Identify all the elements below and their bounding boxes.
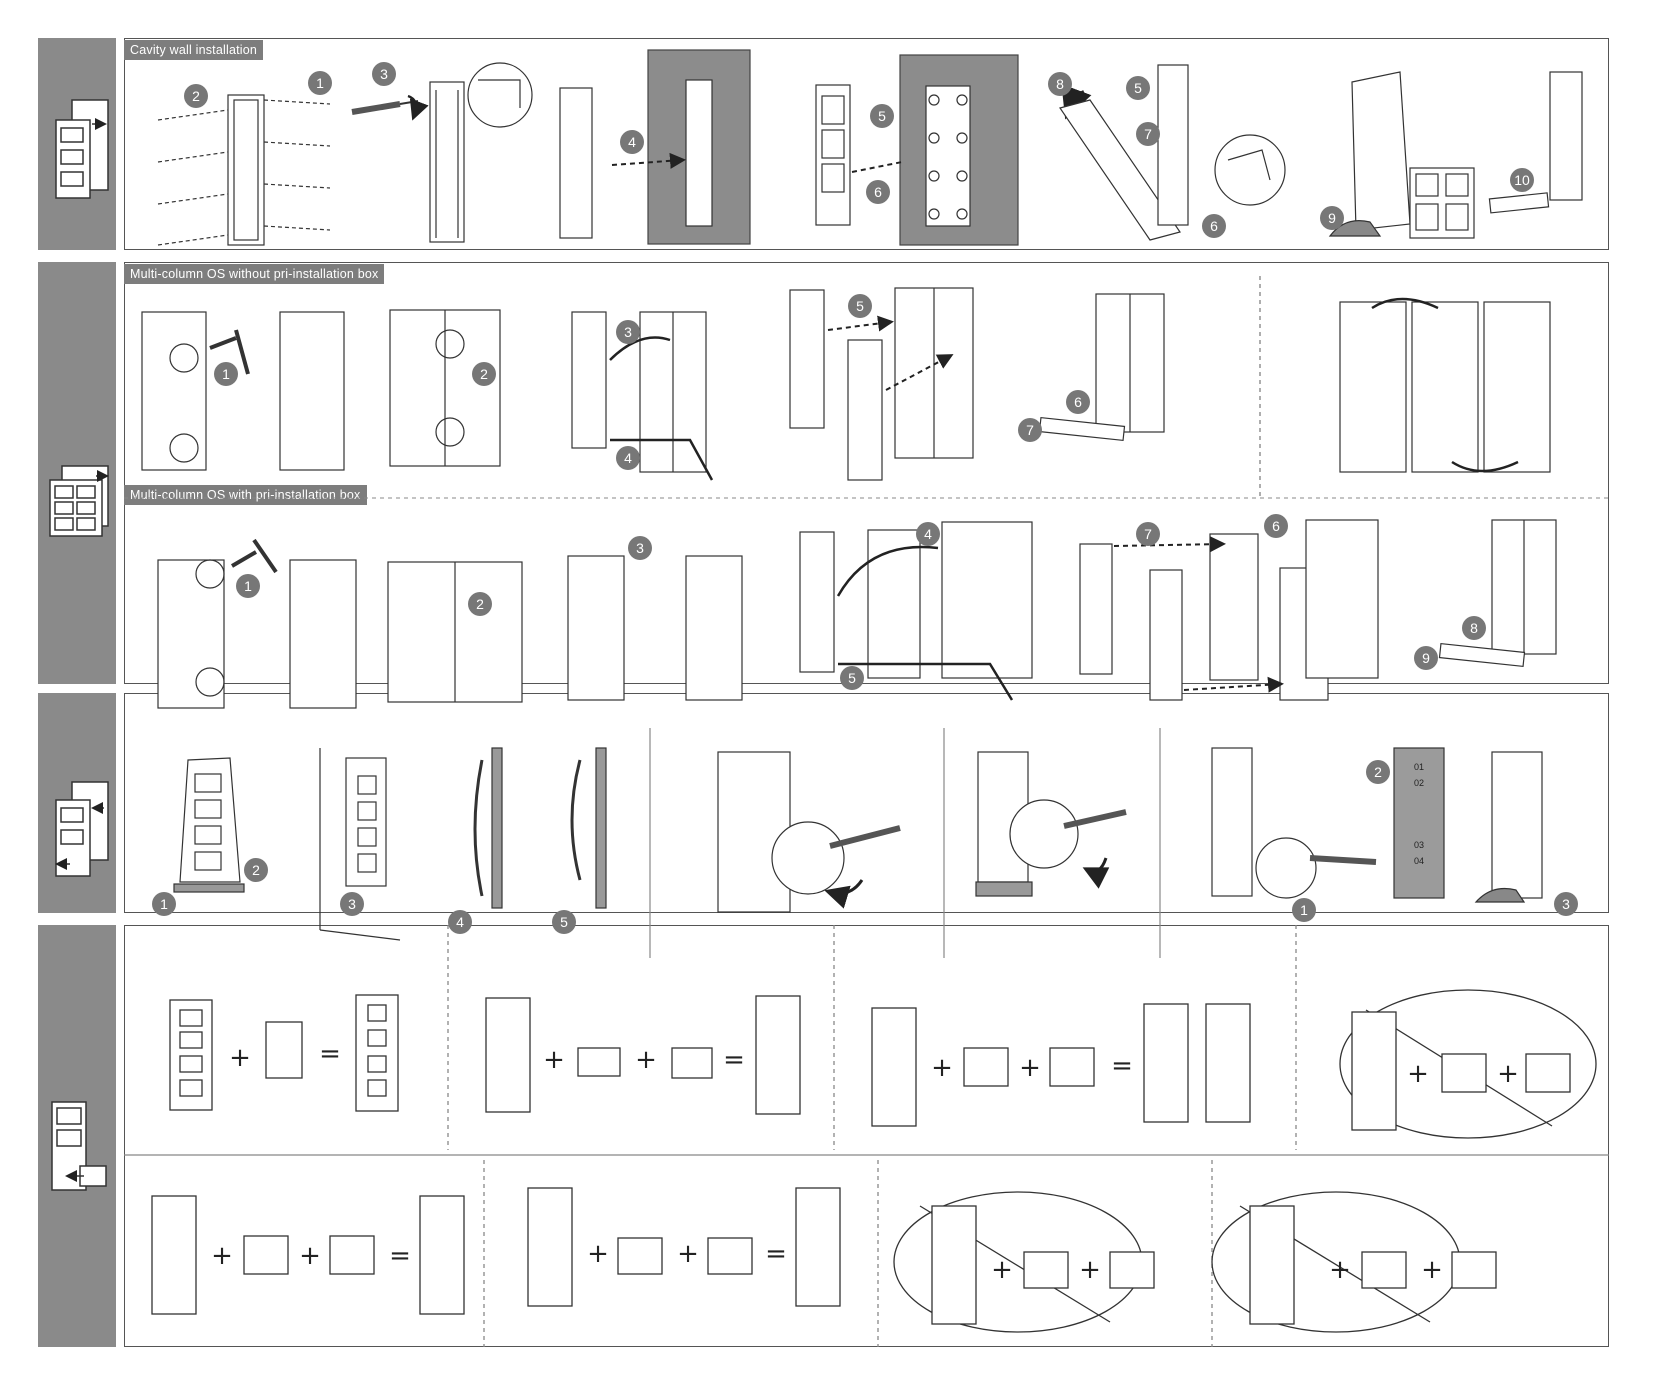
step-number: 3 (636, 540, 644, 556)
step-number: 4 (628, 134, 636, 150)
step-number: 5 (856, 298, 864, 314)
step-number: 4 (456, 914, 464, 930)
step-number: 10 (1514, 172, 1530, 188)
step-number: 9 (1422, 650, 1430, 666)
equals-sign: = (723, 1045, 745, 1075)
plus-sign: + (1421, 1255, 1443, 1285)
multi-column-icon (49, 465, 109, 537)
step-number: 5 (878, 108, 886, 124)
plus-sign: + (229, 1043, 251, 1073)
section-title-multi-without-box: Multi-column OS without pri-installation… (124, 264, 385, 284)
svg-text:02: 02 (1414, 778, 1424, 788)
step-number: 3 (624, 324, 632, 340)
step-number: 5 (560, 914, 568, 930)
svg-text:04: 04 (1414, 856, 1424, 866)
step-number: 6 (1074, 394, 1082, 410)
equals-sign: = (1111, 1051, 1133, 1081)
multi-without-illustrations (141, 276, 1551, 496)
step-number: 6 (1210, 218, 1218, 234)
plus-sign: + (1019, 1053, 1041, 1083)
step-number: 8 (1470, 620, 1478, 636)
remove-icon (55, 781, 109, 877)
step-number: 4 (624, 450, 632, 466)
plus-sign: + (1329, 1255, 1351, 1285)
plus-sign: + (991, 1255, 1013, 1285)
equals-sign: = (765, 1239, 787, 1269)
step-number: 5 (848, 670, 856, 686)
section-title-cavity-wall: Cavity wall installation (124, 40, 264, 60)
step-number: 2 (192, 88, 200, 104)
plus-sign: + (635, 1045, 657, 1075)
step-number: 5 (1134, 80, 1142, 96)
step-number: 7 (1144, 126, 1152, 142)
step-number: 1 (316, 75, 324, 91)
equals-sign: = (389, 1241, 411, 1271)
step-number: 2 (480, 366, 488, 382)
step-number: 1 (1300, 902, 1308, 918)
combination-icon (51, 1101, 107, 1191)
plus-sign: + (299, 1241, 321, 1271)
install-icon (55, 99, 109, 199)
equals-sign: = (319, 1039, 341, 1069)
step-number: 3 (348, 896, 356, 912)
step-number: 6 (874, 184, 882, 200)
combination-illustrations (124, 925, 1609, 1347)
step-number: 3 (380, 66, 388, 82)
step-number: 3 (1562, 896, 1570, 912)
plus-sign: + (931, 1053, 953, 1083)
step-number: 1 (160, 896, 168, 912)
step-number: 6 (1272, 518, 1280, 534)
step-number: 7 (1144, 526, 1152, 542)
step-number: 1 (244, 578, 252, 594)
step-number: 9 (1328, 210, 1336, 226)
step-badges: 1 2 3 4 5 6 5 6 7 8 9 10 1 2 3 4 5 6 7 1… (152, 62, 1578, 934)
step-number: 2 (476, 596, 484, 612)
plus-sign: + (543, 1045, 565, 1075)
plus-sign: + (587, 1239, 609, 1269)
multi-with-illustrations (157, 519, 1557, 709)
step-number: 2 (252, 862, 260, 878)
step-number: 7 (1026, 422, 1034, 438)
svg-text:01: 01 (1414, 762, 1424, 772)
step-number: 8 (1056, 76, 1064, 92)
step-number: 1 (222, 366, 230, 382)
step-number: 4 (924, 526, 932, 542)
removal-illustrations (173, 728, 1543, 958)
svg-text:03: 03 (1414, 840, 1424, 850)
plus-sign: + (1407, 1059, 1429, 1089)
module-labels: 01 02 03 04 (1414, 762, 1424, 866)
plus-sign: + (1079, 1255, 1101, 1285)
plus-sign: + (1497, 1059, 1519, 1089)
combination-operators: + = + + = + + = + + + + = + + = + + + + (211, 1039, 1519, 1285)
step-number: 2 (1374, 764, 1382, 780)
plus-sign: + (677, 1239, 699, 1269)
plus-sign: + (211, 1241, 233, 1271)
cavity-wall-illustrations (157, 49, 1583, 246)
